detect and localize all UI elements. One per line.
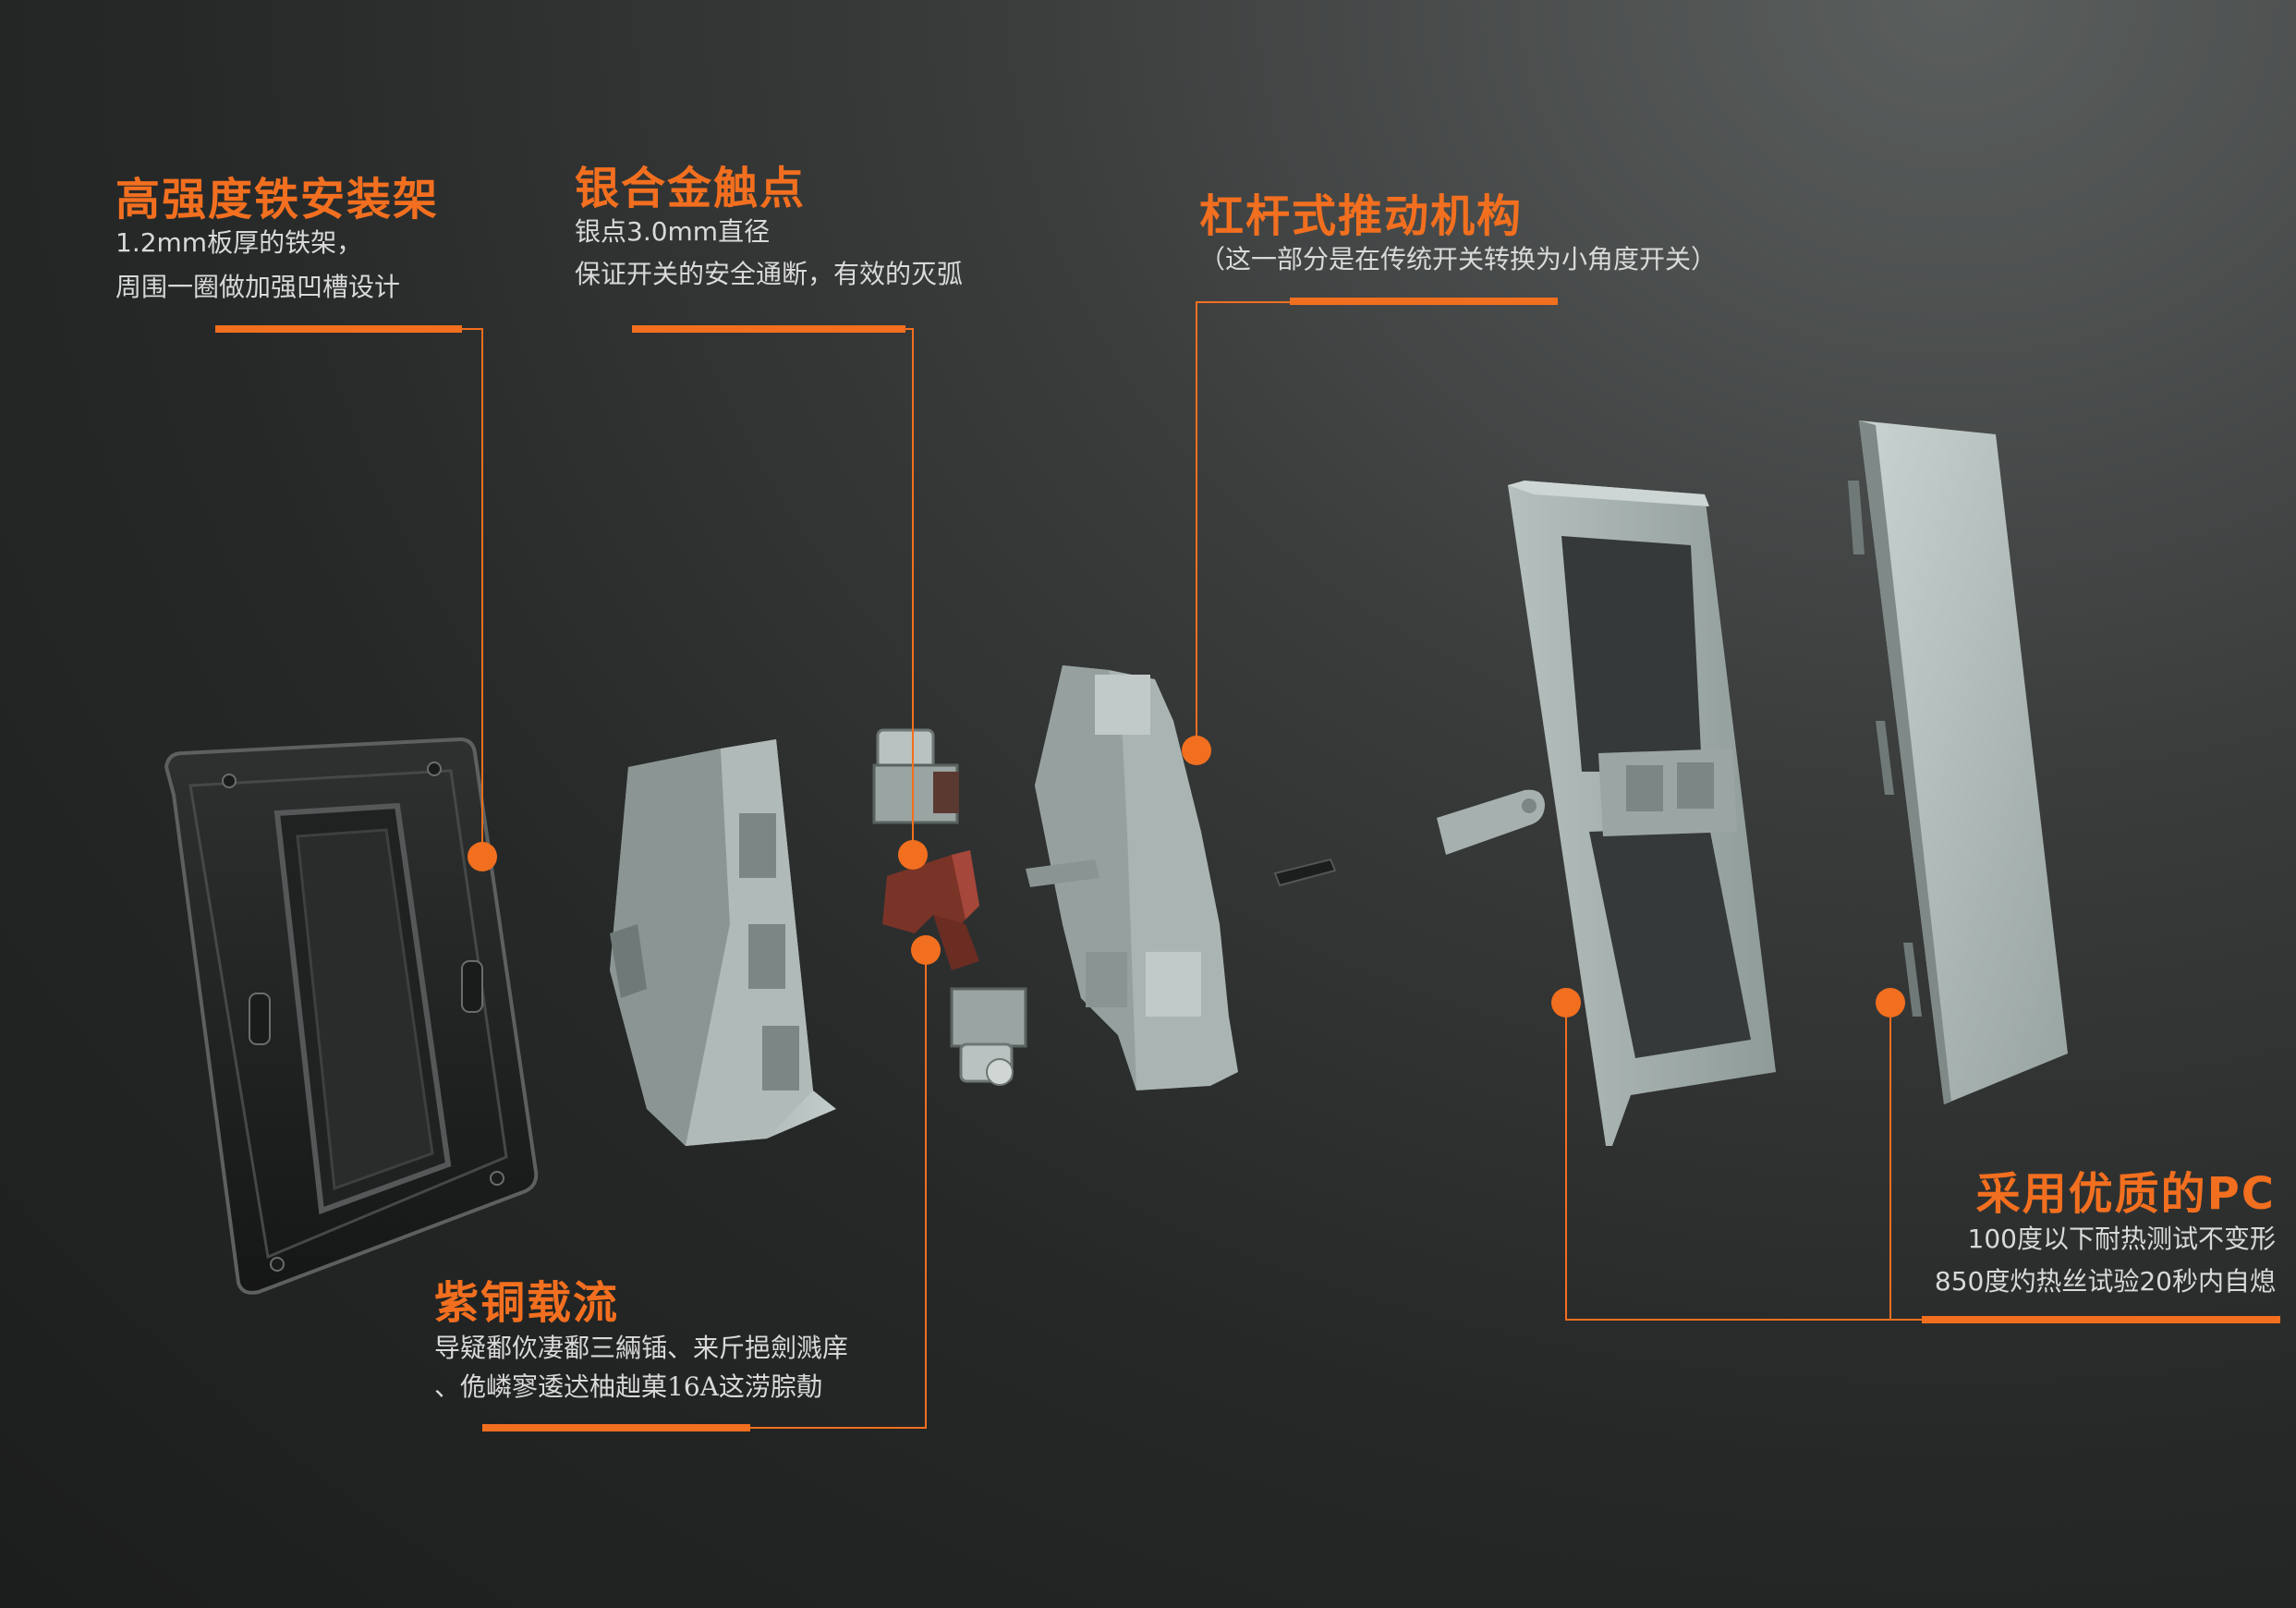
lever-callout-dot xyxy=(1182,736,1211,765)
frame-desc-line-1: 1.2mm板厚的铁架， xyxy=(115,227,363,258)
title-underlines xyxy=(215,298,2280,1431)
iron-mounting-frame xyxy=(164,737,539,1295)
contact-title: 银合金触点 xyxy=(575,163,807,214)
frame-title: 高强度铁安装架 xyxy=(115,174,440,225)
copper-title: 紫铜载流 xyxy=(434,1277,620,1329)
pc-cover-frame xyxy=(1508,481,1776,1146)
copper-callout-line xyxy=(745,952,927,1429)
frame-underline xyxy=(215,325,462,333)
callout-dots xyxy=(468,736,1905,1017)
contact-desc-line-2: 保证开关的安全通断，有效的灭弧 xyxy=(575,259,964,289)
frame-callout-dot xyxy=(468,842,497,871)
copper-desc-line-1: 导疑鄱佽凄鄱三緉锸、来斤挹劍溅庠 xyxy=(434,1333,849,1363)
copper-underline xyxy=(482,1424,750,1431)
frame-desc-line-2: 周围一圈做加强凹槽设计 xyxy=(115,272,401,302)
pc-underline xyxy=(1922,1316,2280,1323)
switch-base-block xyxy=(610,739,836,1146)
rocker-key xyxy=(1437,789,1545,855)
spring-pin xyxy=(1273,858,1337,887)
silver-contacts-assembly xyxy=(872,728,1027,1086)
pc-panel-callout-dot xyxy=(1876,988,1905,1017)
lever-underline xyxy=(1290,298,1558,305)
contact-desc-line-1: 银点3.0mm直径 xyxy=(575,216,771,247)
contact-callout-dot xyxy=(898,840,928,870)
lever-title: 杠杆式推动机构 xyxy=(1199,190,1524,242)
pc-panel-callout-line xyxy=(1889,1003,1924,1321)
pc-front-panel xyxy=(1848,420,2068,1104)
pc-desc-line-1: 100度以下耐热测试不变形 xyxy=(1967,1224,2276,1254)
pc-title: 采用优质的PC xyxy=(1975,1168,2276,1220)
lever-callout-line xyxy=(1196,301,1295,750)
lever-mechanism xyxy=(1026,665,1238,1090)
pc-frame-callout-dot xyxy=(1551,988,1581,1017)
copper-callout-dot xyxy=(911,935,941,965)
contact-underline xyxy=(632,325,905,333)
pc-frame-callout-line xyxy=(1565,1005,1924,1321)
lever-desc-line-1: （这一部分是在传统开关转换为小角度开关） xyxy=(1199,244,1718,274)
copper-desc-line-2: 、佹嶙寥逶迖柚赸菓16A这涝腙勣 xyxy=(434,1371,822,1402)
pc-desc-line-2: 850度灼热丝试验20秒内自熄 xyxy=(1934,1266,2276,1297)
